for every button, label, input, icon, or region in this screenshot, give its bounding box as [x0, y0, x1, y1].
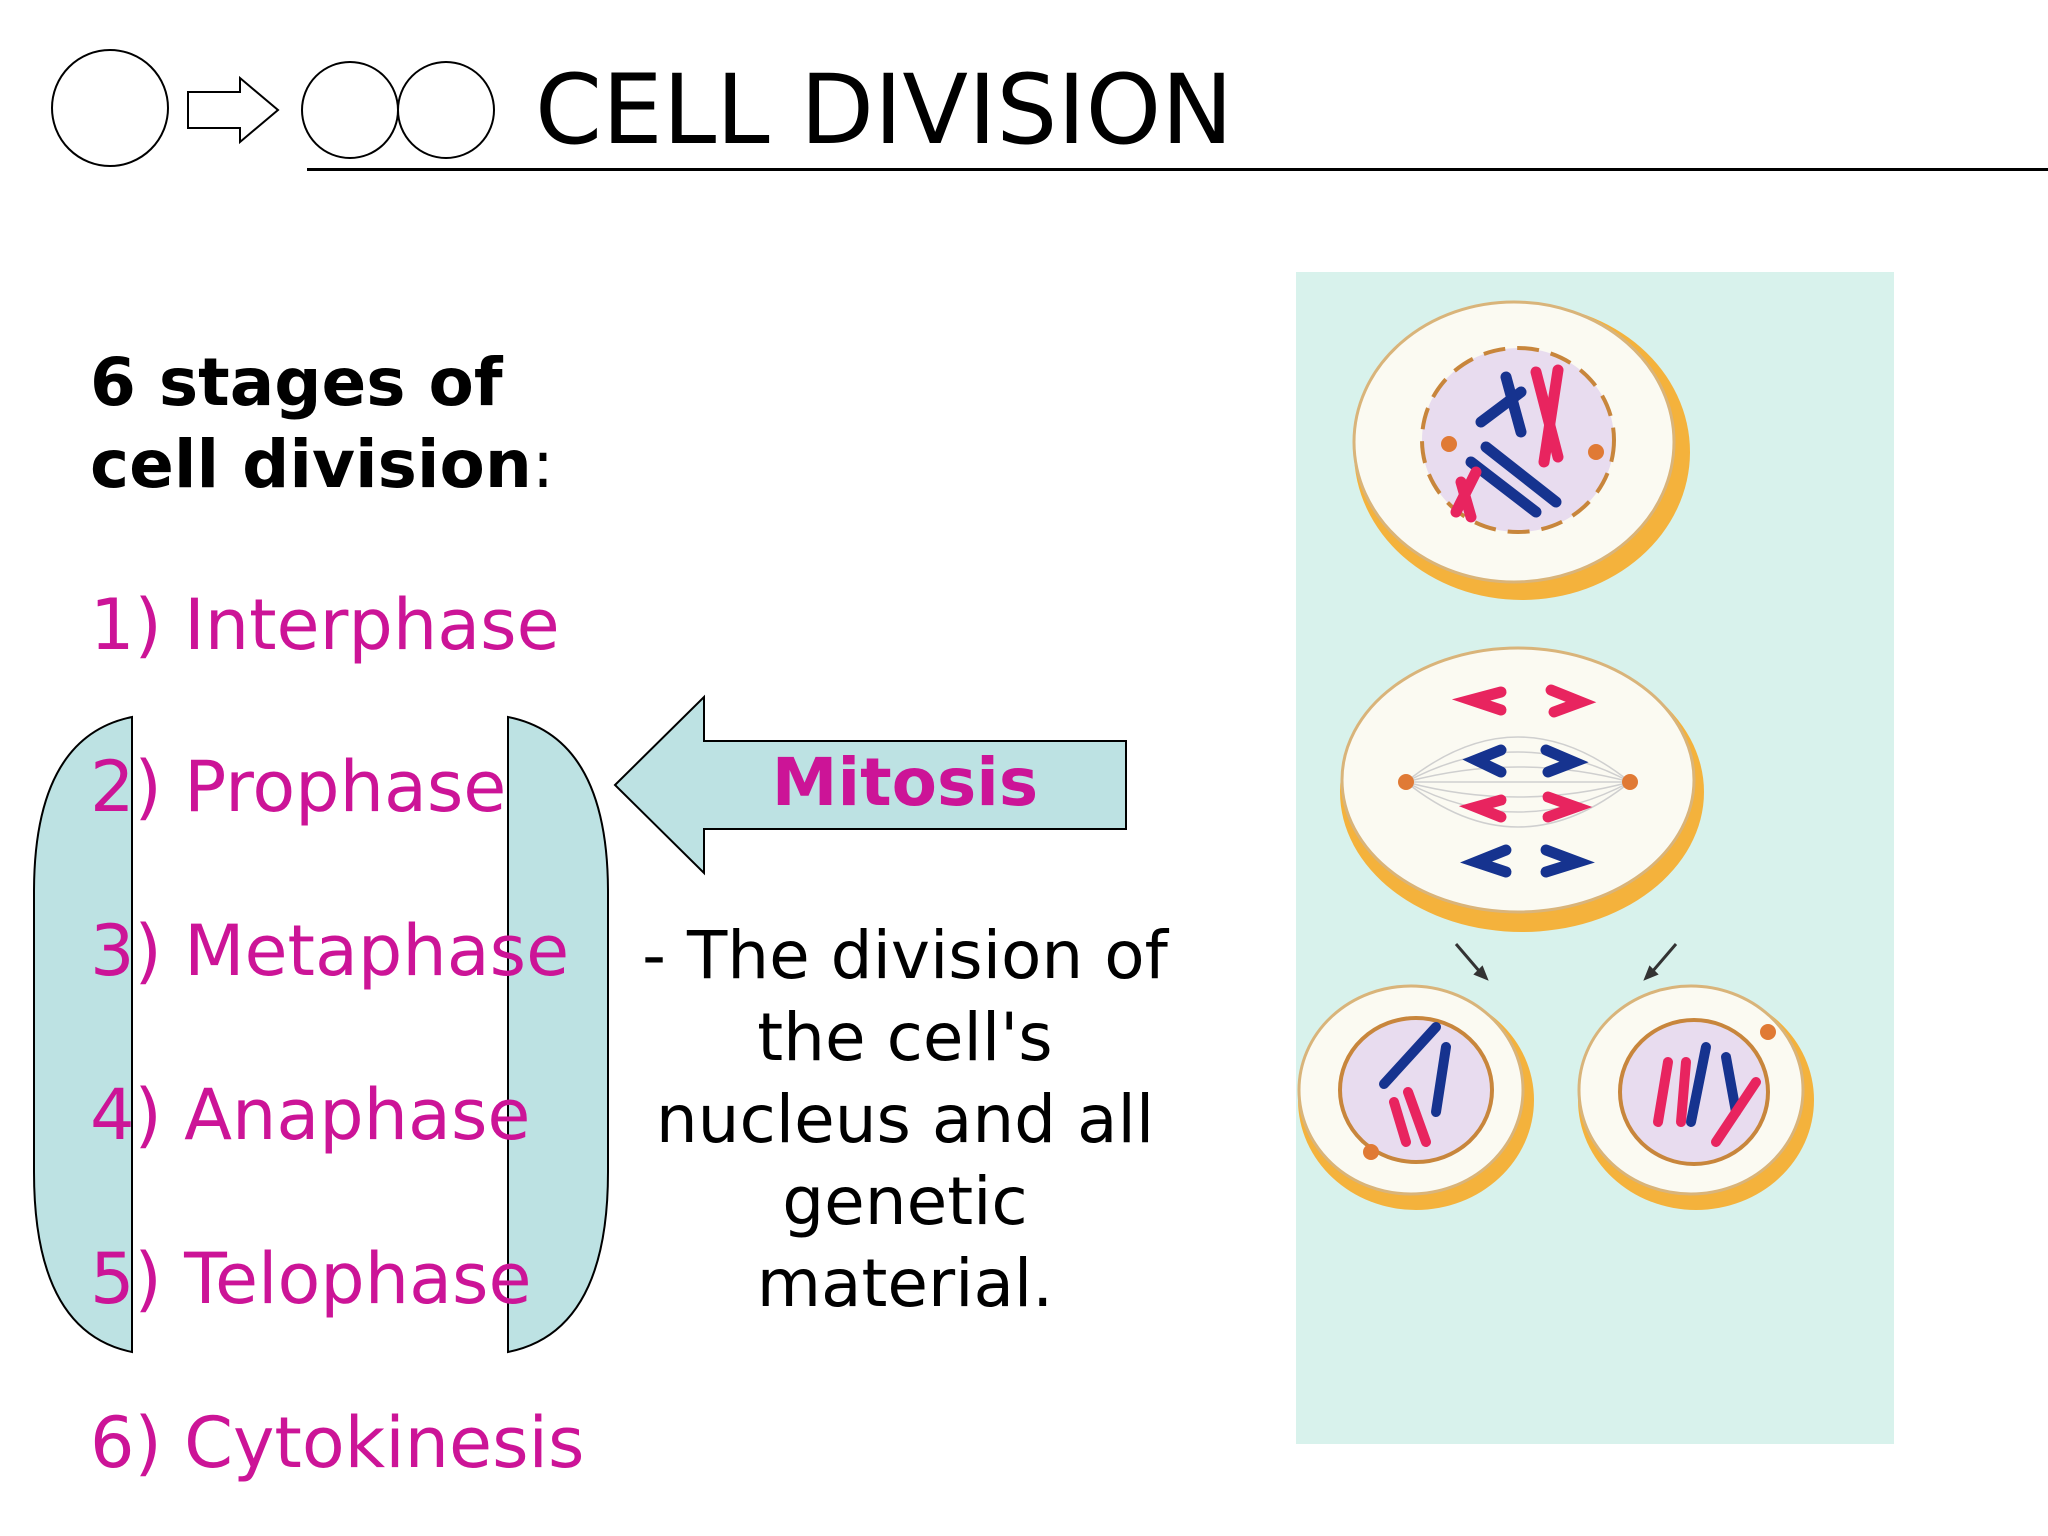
mitosis-arrow: [613, 694, 1127, 876]
two-cells-icon: [301, 61, 495, 159]
slide-title: CELL DIVISION: [535, 54, 1234, 166]
mitosis-bracket: [33, 715, 609, 1354]
description-line: the cell's: [757, 999, 1053, 1076]
heading-line-2-text: cell division: [90, 426, 532, 503]
mitosis-label: Mitosis: [771, 744, 1039, 821]
description-line: nucleus and all: [655, 1081, 1155, 1158]
daughter-cell-left-illustration: [1297, 984, 1534, 1210]
heading-line-1: 6 stages of: [90, 344, 503, 421]
division-arrows: [1454, 943, 1678, 981]
mitosis-illustration: [1297, 300, 1814, 1210]
stage-anaphase: 4) Anaphase: [90, 1074, 531, 1156]
title-underline: [307, 168, 2048, 171]
description-line: - The division of: [642, 917, 1168, 994]
arrow-right-icon: [187, 75, 280, 145]
heading-colon: :: [531, 426, 555, 503]
stage-prophase: 2) Prophase: [90, 746, 507, 828]
daughter-cell-right-illustration: [1577, 984, 1814, 1210]
stage-telophase: 5) Telophase: [90, 1238, 532, 1320]
mitosis-description: - The division of the cell's nucleus and…: [625, 915, 1185, 1325]
description-line: genetic: [782, 1163, 1028, 1240]
heading-line-2: cell division:: [90, 424, 554, 506]
stage-metaphase: 3) Metaphase: [90, 910, 570, 992]
stages-heading: 6 stages of cell division:: [90, 342, 554, 506]
cell-division-logo: [51, 49, 495, 167]
anaphase-cell-illustration: [1340, 646, 1704, 932]
single-cell-icon: [51, 49, 169, 167]
description-line: material.: [756, 1245, 1054, 1322]
stage-interphase: 1) Interphase: [90, 584, 560, 666]
stage-cytokinesis: 6) Cytokinesis: [90, 1402, 585, 1484]
prophase-cell-illustration: [1352, 300, 1690, 600]
